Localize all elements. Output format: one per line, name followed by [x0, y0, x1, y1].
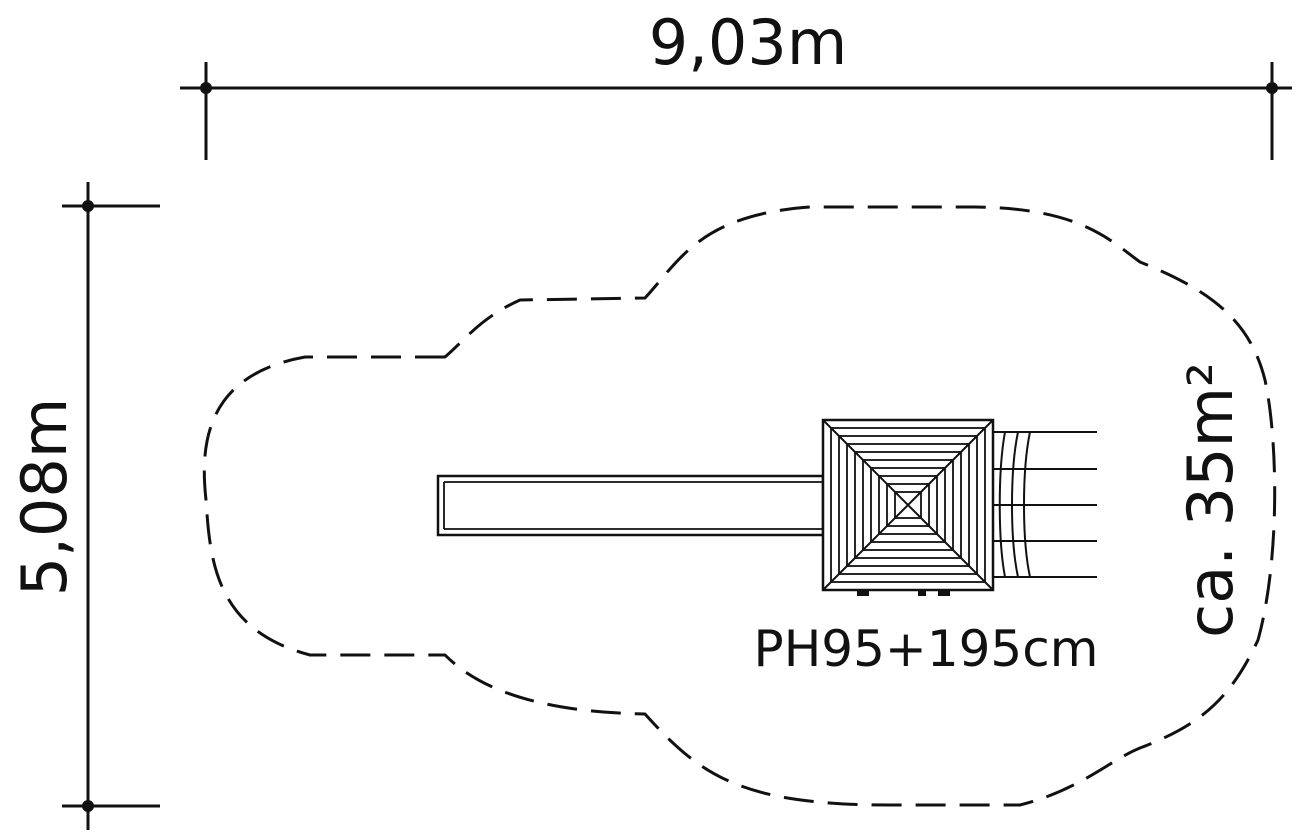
roof-square-7	[870, 467, 946, 543]
tower-post-1	[857, 590, 869, 596]
height-dimension: 5,08m	[8, 182, 160, 830]
height-dimension-label: 5,08m	[8, 398, 81, 596]
roof-square-3	[838, 435, 978, 575]
slide-chute	[436, 474, 825, 537]
roof-square-5	[854, 451, 962, 559]
width-dimension-right-dot	[1266, 82, 1278, 94]
height-dimension-top-dot	[82, 200, 94, 212]
roof-square-4	[846, 443, 970, 567]
climbing-net	[993, 431, 1097, 578]
tower-post-2	[918, 590, 926, 596]
roof-square-8	[878, 475, 938, 535]
area-label: ca. 35m²	[1174, 362, 1247, 638]
width-dimension-left-dot	[200, 82, 212, 94]
tower-post-3	[938, 590, 950, 596]
net-curve-1	[998, 431, 1006, 578]
roof-square-6	[862, 459, 954, 551]
net-curve-3	[1023, 431, 1031, 578]
roof-square-10	[894, 491, 922, 519]
roof-ridge-2	[822, 419, 994, 591]
roof-square-9	[886, 483, 930, 527]
tower-roof	[821, 418, 995, 596]
height-dimension-bottom-dot	[82, 800, 94, 812]
net-curve-2	[1011, 431, 1019, 578]
product-label: PH95+195cm	[754, 620, 1099, 678]
width-dimension-label: 9,03m	[649, 6, 847, 79]
width-dimension: 9,03m	[180, 6, 1292, 160]
slide	[436, 474, 825, 537]
roof-square-2	[830, 427, 986, 583]
safety-zone-outline	[202, 205, 1277, 807]
